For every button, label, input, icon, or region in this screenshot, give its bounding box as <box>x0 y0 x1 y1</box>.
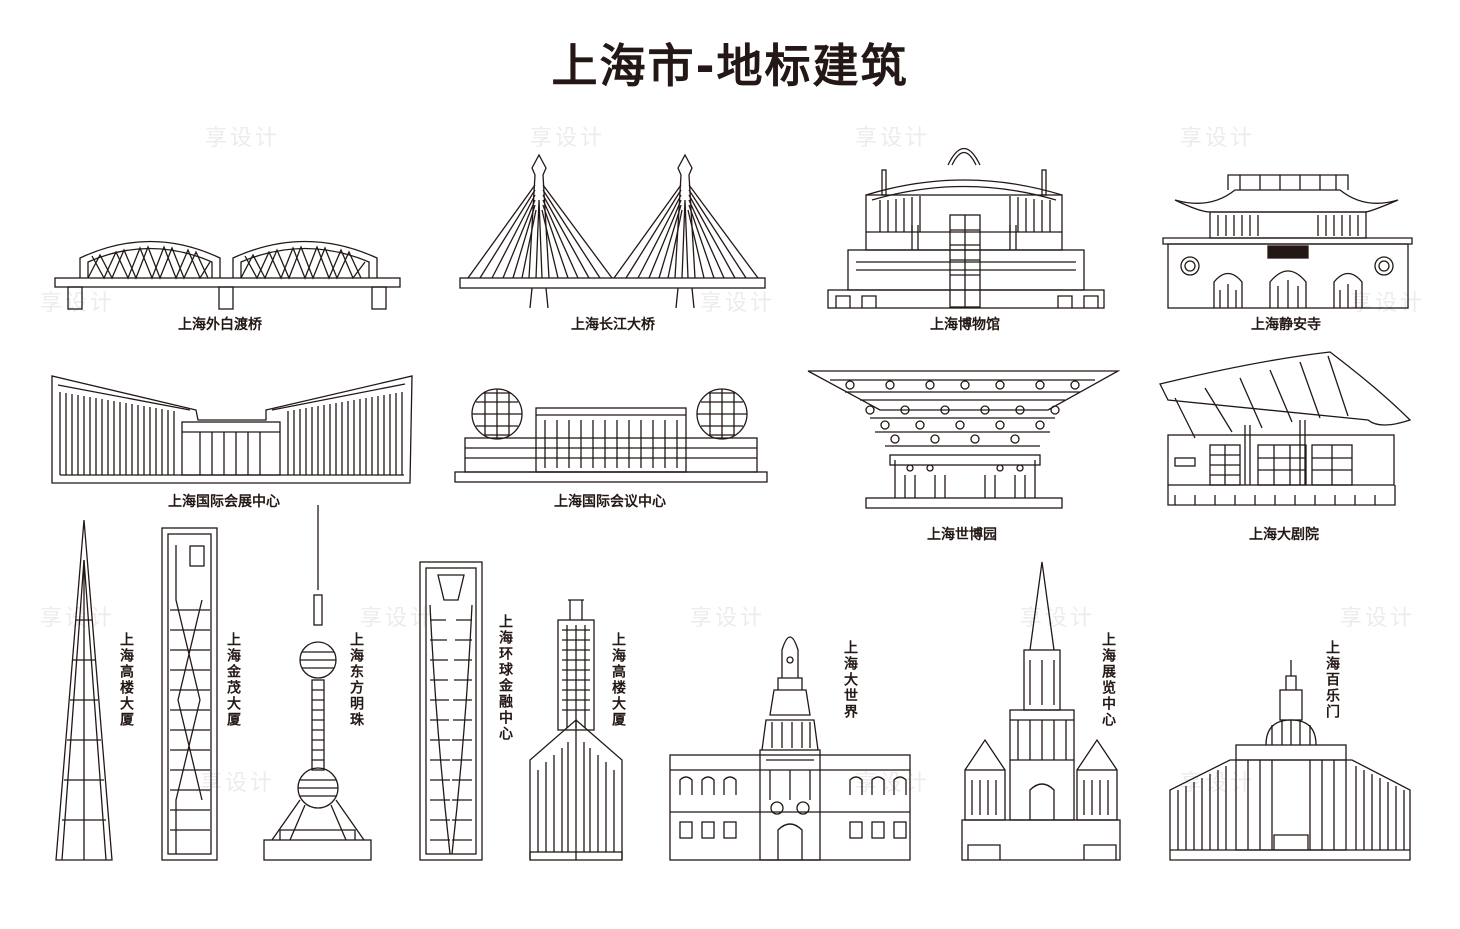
watermark-text: 享设计 <box>205 126 281 151</box>
paramount-drawing <box>1169 660 1411 861</box>
changjiang-bridge-drawing <box>459 153 766 309</box>
exhibition-center-drawing <box>961 561 1121 861</box>
jingan-temple-drawing <box>1162 174 1413 309</box>
jinmao-tower-drawing <box>161 527 218 861</box>
watermark-text: 享设计 <box>1020 606 1096 631</box>
label-paramount: 上海百乐门 <box>1324 640 1340 720</box>
label-expo-park: 上海世博园 <box>927 527 997 543</box>
watermark-text: 享设计 <box>1340 606 1416 631</box>
label-expo-center: 上海国际会展中心 <box>168 494 280 510</box>
swfc-tower-drawing <box>419 561 483 861</box>
watermark-text: 享设计 <box>40 291 116 316</box>
watermark-text: 享设计 <box>690 606 766 631</box>
watermark-text: 享设计 <box>700 291 776 316</box>
label-tower-b: 上海高楼大厦 <box>610 632 626 728</box>
grand-theatre-drawing <box>1159 351 1412 506</box>
label-tower-a: 上海高楼大厦 <box>118 632 134 728</box>
watermark-text: 享设计 <box>200 771 276 796</box>
label-jinmao-tower: 上海金茂大厦 <box>225 632 241 728</box>
label-oriental-pearl-tower: 上海东方明珠 <box>348 632 364 728</box>
label-grand-theatre: 上海大剧院 <box>1249 527 1319 543</box>
label-changjiang-bridge: 上海长江大桥 <box>571 317 655 333</box>
great-world-drawing <box>669 636 911 861</box>
label-exhibition-center: 上海展览中心 <box>1100 632 1116 728</box>
watermark-text: 享设计 <box>855 126 931 151</box>
label-waibaidu-bridge: 上海外白渡桥 <box>178 317 262 333</box>
watermark-text: 享设计 <box>1180 126 1256 151</box>
museum-drawing <box>827 147 1105 309</box>
page-title: 上海市-地标建筑 <box>551 39 909 93</box>
label-jingan-temple: 上海静安寺 <box>1251 317 1321 333</box>
oriental-pearl-tower-drawing <box>263 505 372 861</box>
tower-a-drawing <box>55 519 113 861</box>
label-great-world: 上海大世界 <box>842 640 858 720</box>
expo-park-china-pavilion-drawing <box>807 370 1121 509</box>
conference-center-drawing <box>454 388 768 483</box>
expo-center-drawing <box>51 375 413 484</box>
watermark-text: 享设计 <box>855 771 931 796</box>
watermark-text: 享设计 <box>1180 771 1256 796</box>
waibaidu-bridge-drawing <box>54 240 401 310</box>
label-swfc: 上海环球金融中心 <box>497 614 513 742</box>
tower-b-drawing <box>529 599 623 861</box>
label-museum: 上海博物馆 <box>930 317 1000 333</box>
watermark-text: 享设计 <box>530 126 606 151</box>
label-conference-center: 上海国际会议中心 <box>554 494 666 510</box>
